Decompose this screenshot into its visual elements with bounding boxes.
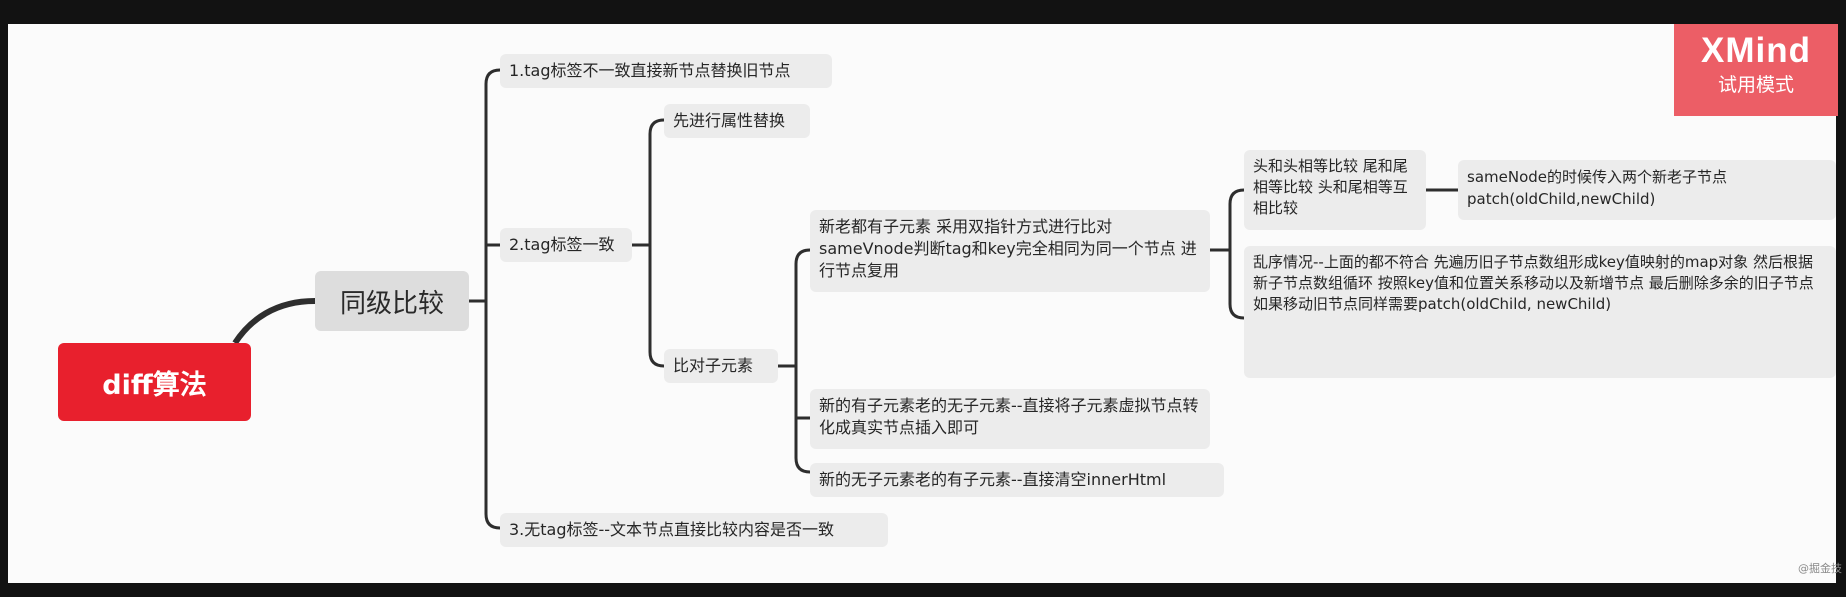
- xmind-trial-badge: XMind 试用模式: [1674, 24, 1838, 116]
- xmind-badge-subtitle: 试用模式: [1717, 74, 1794, 96]
- branch-tag-match[interactable]: 2.tag标签一致: [500, 228, 632, 262]
- node-both-have-children-label: 新老都有子元素 采用双指针方式进行比对sameVnode判断tag和key完全相…: [819, 217, 1197, 280]
- node-compare-children-label: 比对子元素: [673, 356, 754, 375]
- node-both-have-children[interactable]: 新老都有子元素 采用双指针方式进行比对sameVnode判断tag和key完全相…: [810, 210, 1210, 292]
- root-topic-diff-algorithm[interactable]: diff算法: [58, 343, 251, 421]
- window-frame-right: [1836, 0, 1846, 597]
- node-same-node-patch[interactable]: sameNode的时候传入两个新老子节点patch(oldChild,newCh…: [1458, 160, 1836, 220]
- branch-tag-mismatch-label: 1.tag标签不一致直接新节点替换旧节点: [509, 61, 791, 80]
- xmind-badge-title: XMind: [1701, 31, 1811, 70]
- node-attribute-replace-label: 先进行属性替换: [673, 111, 786, 130]
- node-head-tail-compare-label: 头和头相等比较 尾和尾相等比较 头和尾相等互相比较: [1253, 157, 1408, 217]
- main-topic-same-level-compare[interactable]: 同级比较: [315, 271, 469, 331]
- branch-tag-mismatch[interactable]: 1.tag标签不一致直接新节点替换旧节点: [500, 54, 832, 88]
- watermark: @掘金技: [1798, 562, 1842, 575]
- node-attribute-replace[interactable]: 先进行属性替换: [664, 104, 810, 138]
- root-topic-label: diff算法: [102, 369, 207, 401]
- node-disorder-case-label: 乱序情况--上面的都不符合 先遍历旧子节点数组形成key值映射的map对象 然后…: [1253, 253, 1814, 313]
- node-same-node-patch-label: sameNode的时候传入两个新老子节点patch(oldChild,newCh…: [1467, 168, 1727, 208]
- branch-no-tag[interactable]: 3.无tag标签--文本节点直接比较内容是否一致: [500, 513, 888, 547]
- node-old-only-children[interactable]: 新的无子元素老的有子元素--直接清空innerHtml: [810, 463, 1224, 497]
- node-disorder-case[interactable]: 乱序情况--上面的都不符合 先遍历旧子节点数组形成key值映射的map对象 然后…: [1244, 246, 1836, 378]
- branch-tag-match-label: 2.tag标签一致: [509, 235, 615, 254]
- main-topic-label: 同级比较: [339, 288, 444, 319]
- window-frame-left: [0, 0, 8, 597]
- node-new-only-children-label: 新的有子元素老的无子元素--直接将子元素虚拟节点转化成真实节点插入即可: [819, 396, 1199, 437]
- node-head-tail-compare[interactable]: 头和头相等比较 尾和尾相等比较 头和尾相等互相比较: [1244, 150, 1426, 230]
- window-frame-top: [0, 0, 1846, 24]
- node-new-only-children[interactable]: 新的有子元素老的无子元素--直接将子元素虚拟节点转化成真实节点插入即可: [810, 389, 1210, 449]
- node-compare-children[interactable]: 比对子元素: [664, 349, 778, 383]
- node-old-only-children-label: 新的无子元素老的有子元素--直接清空innerHtml: [819, 470, 1167, 489]
- branch-no-tag-label: 3.无tag标签--文本节点直接比较内容是否一致: [509, 520, 835, 539]
- window-frame-bottom: [0, 583, 1846, 597]
